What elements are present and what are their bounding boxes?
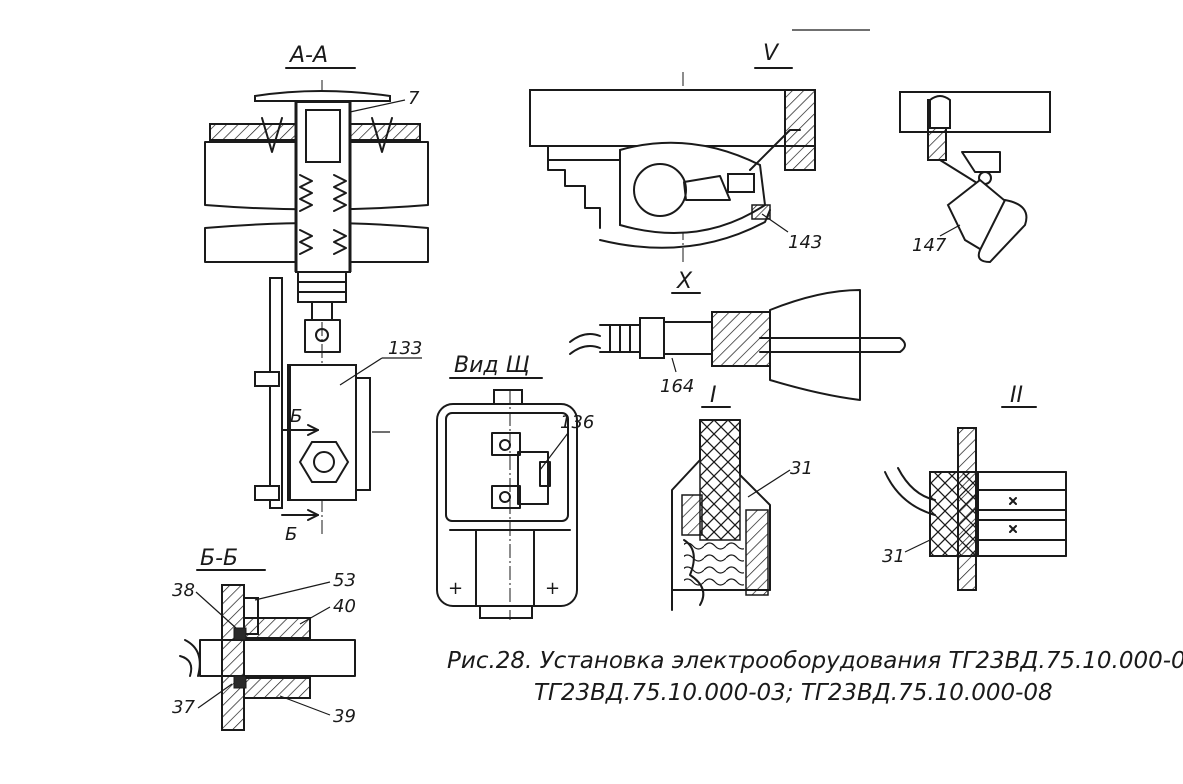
callout-40: 40 (333, 596, 356, 617)
callout-164: 164 (660, 376, 694, 397)
section-bb-title: Б-Б (200, 546, 238, 571)
figure-caption: Рис.28. Установка электрооборудования ТГ… (447, 648, 1183, 706)
callout-39: 39 (333, 706, 356, 727)
callout-31-i: 31 (790, 458, 813, 479)
section-aa: А-А (204, 43, 429, 545)
view-i-title: I (710, 383, 717, 408)
callout-133: 133 (388, 338, 422, 359)
plus-right: + (545, 578, 560, 599)
view-ii-title: II (1010, 383, 1023, 408)
view-ii: II 31 (882, 383, 1067, 591)
plus-left: + (448, 578, 463, 599)
section-bb: Б-Б 38 53 40 37 39 (172, 546, 356, 731)
view-lamp-147: 147 (899, 91, 1051, 264)
callout-143: 143 (788, 232, 822, 253)
view-shch-title: Вид Щ (454, 353, 530, 378)
view-v: V 143 (529, 29, 870, 262)
callout-31-ii: 31 (882, 546, 905, 567)
callout-38: 38 (172, 580, 195, 601)
caption-line-1: Рис.28. Установка электрооборудования ТГ… (447, 648, 1183, 674)
section-b-arrow-lower: Б (285, 524, 297, 545)
view-v-title: V (763, 41, 780, 66)
view-shch: Вид Щ 136 + + (436, 353, 594, 620)
view-i: I 31 (671, 383, 813, 611)
section-aa-title: А-А (288, 43, 328, 68)
view-x: X 164 (569, 269, 906, 401)
view-x-title: X (676, 269, 693, 294)
callout-147: 147 (912, 235, 947, 256)
callout-136: 136 (560, 412, 594, 433)
callout-7: 7 (408, 88, 420, 109)
caption-line-2: ТГ23ВД.75.10.000-03; ТГ23ВД.75.10.000-08 (534, 680, 1053, 706)
callout-37: 37 (172, 697, 195, 718)
callout-53: 53 (333, 570, 356, 591)
section-b-arrow-upper: Б (290, 406, 302, 427)
